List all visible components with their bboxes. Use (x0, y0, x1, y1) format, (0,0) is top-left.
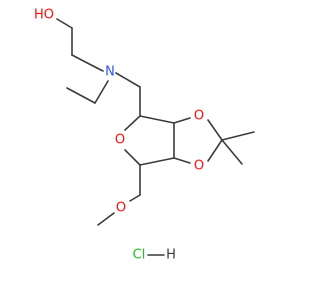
bond-n-ethyl-ch2 (94, 80, 109, 104)
bond-ch2-n (96, 67, 104, 72)
molecule-drawing: HO N O O O O Cl H (34, 8, 255, 263)
bond-c-ome-o (129, 194, 141, 202)
bond-ethyl-ch2-ch3 (66, 87, 96, 104)
bond-c6a-o-bottom (173, 157, 191, 164)
bond-o-top-cq (207, 119, 223, 141)
hydroxyl-label: HO (34, 8, 54, 23)
ring-oxygen-label: O (115, 133, 125, 148)
bond-c4-c3a (139, 115, 175, 124)
bond-group (56, 18, 255, 256)
bond-c4-ring-o (124, 115, 141, 131)
hydrogen-label: H (166, 248, 176, 263)
bond-ring-o-c1 (124, 149, 141, 166)
bond-o-methyl (97, 212, 115, 226)
bond-c2-ch2 (71, 54, 98, 69)
bond-cq-methyl-a (221, 131, 255, 141)
bond-c6a-c1 (139, 157, 175, 166)
methoxy-oxygen-label: O (116, 201, 126, 216)
dioxolane-oxygen-bottom-label: O (194, 159, 204, 174)
bond-c3a-o-top (173, 117, 191, 124)
chlorine-label: Cl (133, 248, 146, 263)
bond-cq-methyl-b (221, 139, 243, 165)
nitrogen-label: N (105, 65, 115, 80)
structure-canvas: HO N O O O O Cl H (33, 7, 255, 263)
bond-o-bottom-cq (207, 139, 223, 162)
dioxolane-oxygen-top-label: O (194, 109, 204, 124)
bond-n-ch2 (115, 72, 141, 88)
bond-oh-c1 (56, 18, 73, 29)
